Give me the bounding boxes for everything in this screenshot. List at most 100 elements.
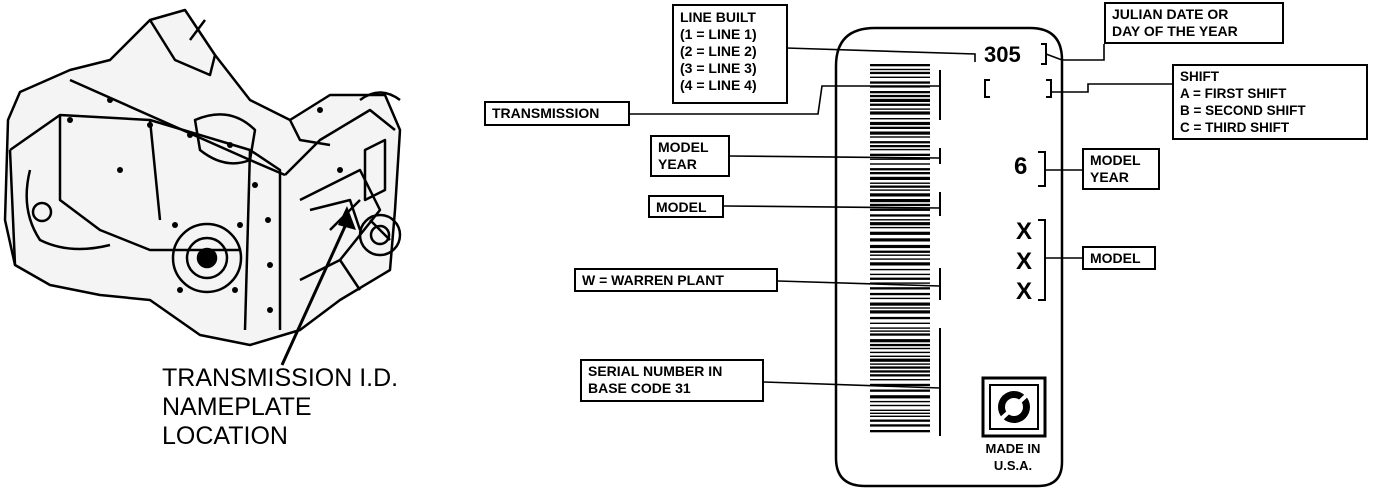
barcode-bar [870, 302, 930, 306]
barcode-bar [870, 347, 930, 350]
leader-lines [630, 44, 1172, 389]
barcode-bar [870, 268, 930, 271]
barcode-bar [870, 389, 930, 392]
barcode-bar [870, 374, 930, 377]
callout-serial-number: SERIAL NUMBER IN BASE CODE 31 [580, 359, 764, 402]
callout-serial-number-line-2: BASE CODE 31 [588, 380, 691, 396]
barcode-bar [870, 189, 930, 191]
barcode-bar [870, 199, 930, 203]
barcode-bar [870, 64, 930, 67]
barcode-bar [870, 145, 930, 148]
barcode-bar [870, 176, 930, 180]
barcode-bar [870, 330, 930, 332]
tag-model-char-2: X [1016, 248, 1033, 275]
barcode-bar [870, 121, 930, 126]
callout-serial-number-line-1: SERIAL NUMBER IN [588, 363, 723, 379]
manufacturer-logo-icon [981, 376, 1047, 438]
tag-model-char-3: X [1016, 278, 1033, 305]
barcode-bar [870, 383, 930, 387]
barcode-bar [870, 355, 930, 357]
barcode-bar [870, 141, 930, 144]
transmission-illustration [3, 8, 402, 347]
barcode-bar [870, 231, 930, 235]
barcode-bar [870, 292, 930, 296]
tag-day-code: 305 [984, 42, 1021, 67]
barcode-bar [870, 214, 930, 217]
barcode-bar [870, 131, 930, 135]
barcode-bar [870, 222, 930, 226]
barcode-bar [870, 108, 930, 110]
callout-model-year-left-line-1: MODEL [658, 139, 709, 155]
nameplate-location-line-1: TRANSMISSION I.D. [162, 364, 399, 392]
barcode-bar [870, 244, 930, 249]
barcode-bar [870, 136, 930, 138]
callout-line-built: LINE BUILT (1 = LINE 1) (2 = LINE 2) (3 … [672, 4, 788, 104]
callout-line-built-2: (2 = LINE 2) [680, 43, 757, 59]
barcode-bar [870, 153, 930, 156]
callout-model-right-text: MODEL [1090, 250, 1141, 266]
callout-shift-a: A = FIRST SHIFT [1180, 86, 1287, 101]
barcode-bar [870, 316, 930, 320]
barcode-bar [870, 148, 930, 151]
illustration-bolts [67, 97, 343, 313]
callout-model-right: MODEL [1082, 246, 1156, 270]
nameplate-location-line-3: LOCATION [162, 422, 288, 450]
nameplate-location-label: TRANSMISSION I.D. NAMEPLATE LOCATION [162, 364, 398, 451]
barcode-bar [870, 307, 930, 309]
callout-shift-c: C = THIRD SHIFT [1180, 120, 1290, 135]
callout-model-left-text: MODEL [656, 199, 707, 215]
barcode-bar [870, 168, 930, 171]
barcode-bar [870, 126, 930, 129]
barcode-bar [870, 419, 930, 422]
barcode-bar [870, 76, 930, 78]
barcode-bar [870, 182, 930, 184]
barcode-bar [870, 339, 930, 343]
barcode-bar [870, 395, 930, 399]
barcode-bar [870, 358, 930, 362]
callout-line-built-3: (3 = LINE 3) [680, 60, 757, 76]
barcode-bar [870, 310, 930, 314]
barcode-bar [870, 430, 930, 433]
callout-julian-date-line-2: DAY OF THE YEAR [1112, 23, 1238, 39]
barcode-bar [870, 118, 930, 120]
nameplate-location-line-2: NAMEPLATE [162, 393, 312, 421]
made-in-label: MADE IN U.S.A. [973, 440, 1053, 474]
callout-line-built-1: (1 = LINE 1) [680, 26, 757, 42]
callout-julian-date-line-1: JULIAN DATE OR [1112, 6, 1229, 22]
barcode-bar [870, 333, 930, 336]
barcode-bar [870, 379, 930, 381]
barcode-bar [870, 103, 930, 106]
callout-transmission-text: TRANSMISSION [492, 105, 600, 121]
callout-warren-plant: W = WARREN PLANT [574, 268, 778, 292]
barcode-bar [870, 322, 930, 324]
barcode-bar [870, 282, 930, 284]
barcode-bar [870, 219, 930, 221]
barcode-bar [870, 412, 930, 414]
barcode-bar [870, 327, 930, 329]
callout-model-left: MODEL [648, 195, 724, 218]
barcode-bar [870, 68, 930, 71]
barcode-bar [870, 238, 930, 242]
barcode-bar [870, 98, 930, 102]
callout-model-year-left-line-2: YEAR [658, 156, 697, 172]
barcode-bar [870, 415, 930, 417]
barcode-bar [870, 277, 930, 280]
callout-model-year-right-line-1: MODEL [1090, 152, 1141, 168]
barcode-bar [870, 351, 930, 354]
barcode-bar [870, 404, 930, 407]
nameplate-pointer-arrow [280, 206, 356, 366]
barcode [870, 64, 930, 433]
barcode-bar [870, 370, 930, 373]
barcode-bar [870, 172, 930, 175]
callout-warren-plant-text: W = WARREN PLANT [582, 272, 724, 288]
callout-line-built-4: (4 = LINE 4) [680, 77, 757, 93]
barcode-bar [870, 81, 930, 84]
barcode-bar [870, 226, 930, 229]
barcode-bar [870, 254, 930, 256]
callout-transmission: TRANSMISSION [484, 101, 630, 126]
callout-julian-date: JULIAN DATE OR DAY OF THE YEAR [1104, 2, 1284, 44]
made-in-line-2: U.S.A. [993, 458, 1033, 473]
barcode-bar [870, 400, 930, 403]
barcode-bar [870, 258, 930, 260]
